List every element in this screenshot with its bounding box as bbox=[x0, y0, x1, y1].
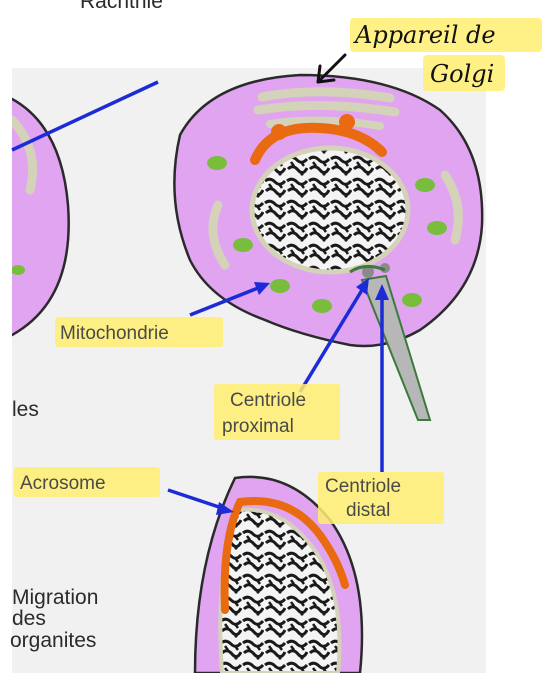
proacrosomal-granule-left bbox=[271, 124, 287, 140]
migration-label-1: Migration bbox=[12, 586, 98, 609]
centriole-distal-label-1: Centriole bbox=[325, 476, 401, 497]
mitochondrie-label: Mitochondrie bbox=[60, 323, 169, 344]
top-cut-label: Rachthie bbox=[80, 0, 163, 13]
golgi-label-line2: Golgi bbox=[430, 60, 494, 88]
migration-label-2: des bbox=[12, 607, 46, 630]
golgi-label-line1: Appareil de bbox=[353, 21, 496, 49]
centriole-proximal-label-2: proximal bbox=[222, 416, 294, 437]
left-cell-mitochondria bbox=[11, 265, 25, 275]
centriole-proximal-label-1: Centriole bbox=[230, 390, 306, 411]
acrosome-label: Acrosome bbox=[20, 473, 106, 494]
side-les-label: les bbox=[12, 398, 39, 421]
migration-label-3: organites bbox=[10, 629, 96, 652]
proacrosomal-granule-right bbox=[339, 114, 355, 130]
centriole-distal-label-2: distal bbox=[346, 500, 390, 521]
nucleus bbox=[252, 148, 408, 272]
